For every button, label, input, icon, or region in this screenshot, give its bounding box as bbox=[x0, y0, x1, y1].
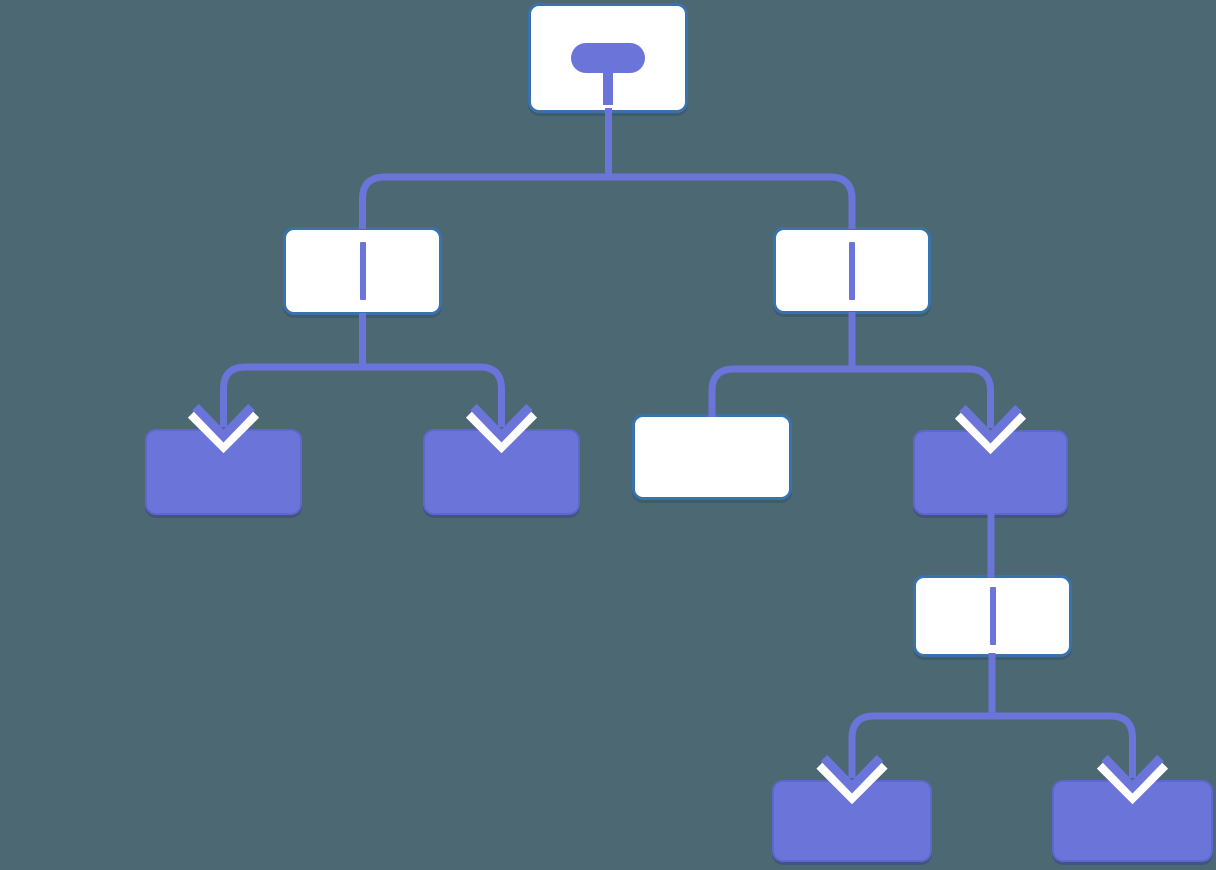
node-empty-card[interactable] bbox=[632, 414, 792, 500]
pill-stem bbox=[603, 73, 613, 105]
pass-through-bar-icon bbox=[849, 241, 855, 300]
root-pill-icon bbox=[571, 43, 645, 105]
connector-edge bbox=[220, 363, 505, 427]
pass-through-bar-icon bbox=[359, 242, 366, 300]
node-leaf-2[interactable] bbox=[423, 429, 580, 515]
node-leaf-1[interactable] bbox=[145, 429, 302, 515]
node-root[interactable] bbox=[528, 3, 688, 113]
node-leaf-3[interactable] bbox=[772, 780, 932, 862]
pill-shape bbox=[571, 43, 645, 73]
pass-through-bar-icon bbox=[989, 587, 996, 645]
node-branch-left[interactable] bbox=[283, 227, 442, 315]
node-branch-bottom[interactable] bbox=[913, 575, 1072, 657]
node-leaf-4[interactable] bbox=[1052, 780, 1213, 862]
node-branch-right[interactable] bbox=[773, 227, 931, 314]
connector-edge bbox=[359, 173, 856, 229]
connector-edge bbox=[848, 712, 1136, 778]
node-target-1[interactable] bbox=[913, 430, 1068, 515]
